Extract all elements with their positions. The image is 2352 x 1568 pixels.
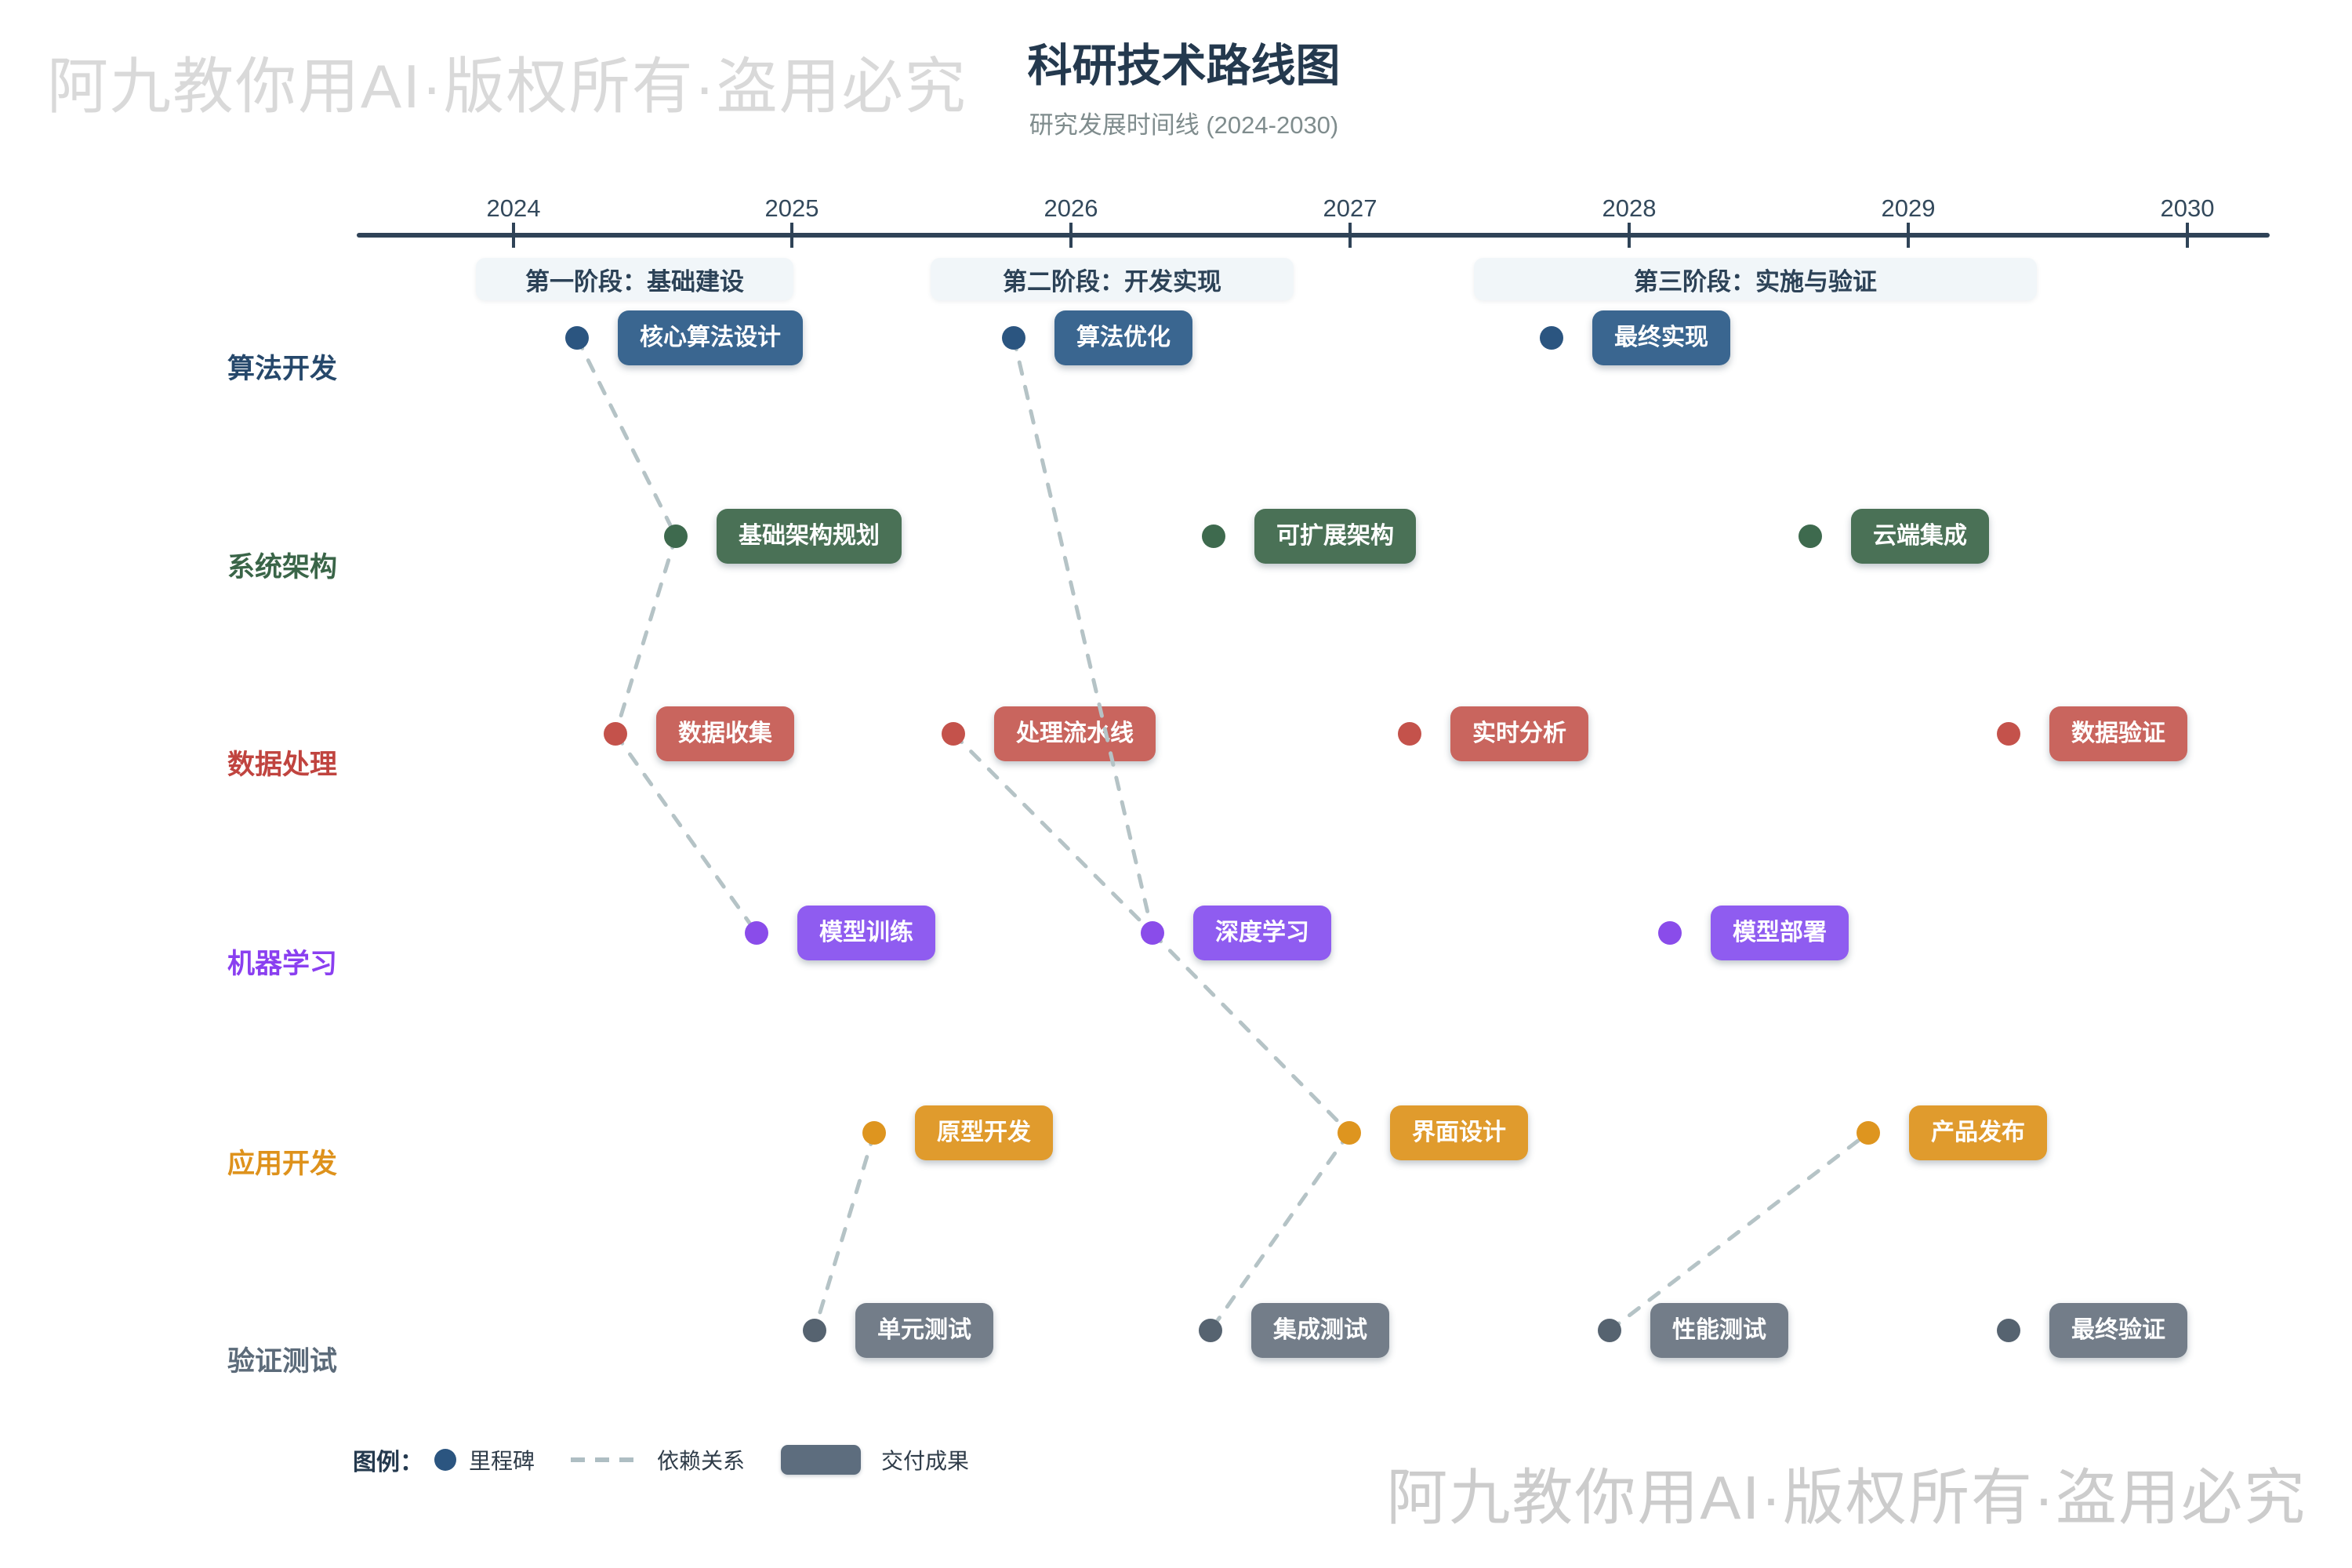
milestone-box: 界面设计	[1390, 1105, 1528, 1160]
milestone-dot	[1202, 524, 1225, 548]
milestone-box: 单元测试	[855, 1303, 993, 1358]
year-label: 2028	[1602, 194, 1657, 222]
milestone-box: 数据验证	[2049, 706, 2187, 761]
milestone-dot	[1199, 1319, 1222, 1342]
milestone-dot	[1857, 1121, 1880, 1145]
track-label: 算法开发	[227, 354, 337, 384]
dependency-line	[1150, 931, 1352, 1135]
milestone-dot	[1997, 1319, 2020, 1342]
milestone-dot	[1598, 1319, 1621, 1342]
milestone-box: 可扩展架构	[1254, 509, 1416, 564]
dependency-line	[1607, 1131, 1871, 1333]
milestone-dot	[1398, 722, 1421, 746]
phase-band: 第一阶段：基础建设	[476, 258, 793, 300]
year-label: 2025	[764, 194, 819, 222]
dependency-line	[613, 534, 678, 736]
dependency-legend-icon	[571, 1457, 637, 1462]
year-tick	[2186, 223, 2189, 248]
year-tick	[512, 223, 515, 248]
track-label: 应用开发	[227, 1149, 337, 1179]
year-label: 2026	[1044, 194, 1098, 222]
milestone-dot	[1798, 524, 1822, 548]
milestone-box: 模型部署	[1711, 906, 1849, 960]
milestone-legend-icon	[434, 1449, 456, 1471]
milestone-box: 处理流水线	[994, 706, 1156, 761]
milestone-dot	[664, 524, 688, 548]
legend-milestone-label: 里程碑	[469, 1449, 535, 1473]
milestone-box: 深度学习	[1193, 906, 1331, 960]
dependency-line	[1208, 1131, 1352, 1333]
milestone-dot	[1540, 326, 1563, 350]
track-label: 数据处理	[227, 750, 337, 780]
milestone-dot	[1002, 326, 1025, 350]
milestone-dot	[1997, 722, 2020, 746]
year-tick	[1069, 223, 1073, 248]
legend-title: 图例：	[353, 1450, 423, 1475]
milestone-dot	[1338, 1121, 1361, 1145]
milestone-box: 实时分析	[1450, 706, 1588, 761]
milestone-box: 原型开发	[915, 1105, 1053, 1160]
legend-dependency-label: 依赖关系	[657, 1449, 746, 1473]
year-label: 2027	[1323, 194, 1377, 222]
page-subtitle: 研究发展时间线 (2024-2030)	[1029, 111, 1339, 139]
page-title: 科研技术路线图	[1027, 41, 1341, 91]
track-label: 验证测试	[227, 1346, 337, 1377]
dependency-line	[812, 1131, 877, 1333]
milestone-dot	[604, 722, 627, 746]
timeline-axis	[357, 233, 2270, 238]
milestone-dot	[862, 1121, 886, 1145]
milestone-box: 最终验证	[2049, 1303, 2187, 1358]
year-label: 2024	[486, 194, 541, 222]
milestone-box: 算法优化	[1054, 310, 1192, 365]
milestone-dot	[1658, 921, 1682, 945]
dependency-line	[613, 731, 759, 935]
milestone-dot	[942, 722, 965, 746]
milestone-box: 云端集成	[1851, 509, 1989, 564]
year-label: 2030	[2160, 194, 2215, 222]
legend-deliverable-label: 交付成果	[881, 1449, 970, 1473]
milestone-box: 模型训练	[797, 906, 935, 960]
deliverable-legend-icon	[781, 1445, 862, 1475]
legend: 图例： 里程碑 依赖关系 交付成果	[353, 1439, 969, 1480]
milestone-box: 集成测试	[1251, 1303, 1389, 1358]
milestone-dot	[745, 921, 768, 945]
milestone-dot	[565, 326, 589, 350]
milestone-dot	[1141, 921, 1164, 945]
year-tick	[790, 223, 793, 248]
milestone-box: 最终实现	[1592, 310, 1730, 365]
track-label: 系统架构	[227, 552, 337, 583]
year-tick	[1348, 223, 1352, 248]
phase-band: 第三阶段：实施与验证	[1474, 258, 2037, 300]
dependency-line	[1011, 336, 1155, 935]
phase-band: 第二阶段：开发实现	[931, 258, 1294, 300]
year-label: 2029	[1881, 194, 1936, 222]
milestone-dot	[803, 1319, 826, 1342]
milestone-box: 性能测试	[1650, 1303, 1788, 1358]
dependency-line	[575, 336, 678, 539]
dependency-line	[951, 731, 1155, 935]
milestone-box: 核心算法设计	[618, 310, 803, 365]
milestone-box: 产品发布	[1909, 1105, 2047, 1160]
milestone-box: 基础架构规划	[717, 509, 902, 564]
year-tick	[1628, 223, 1631, 248]
milestone-box: 数据收集	[656, 706, 794, 761]
track-label: 机器学习	[227, 949, 337, 979]
year-tick	[1907, 223, 1910, 248]
